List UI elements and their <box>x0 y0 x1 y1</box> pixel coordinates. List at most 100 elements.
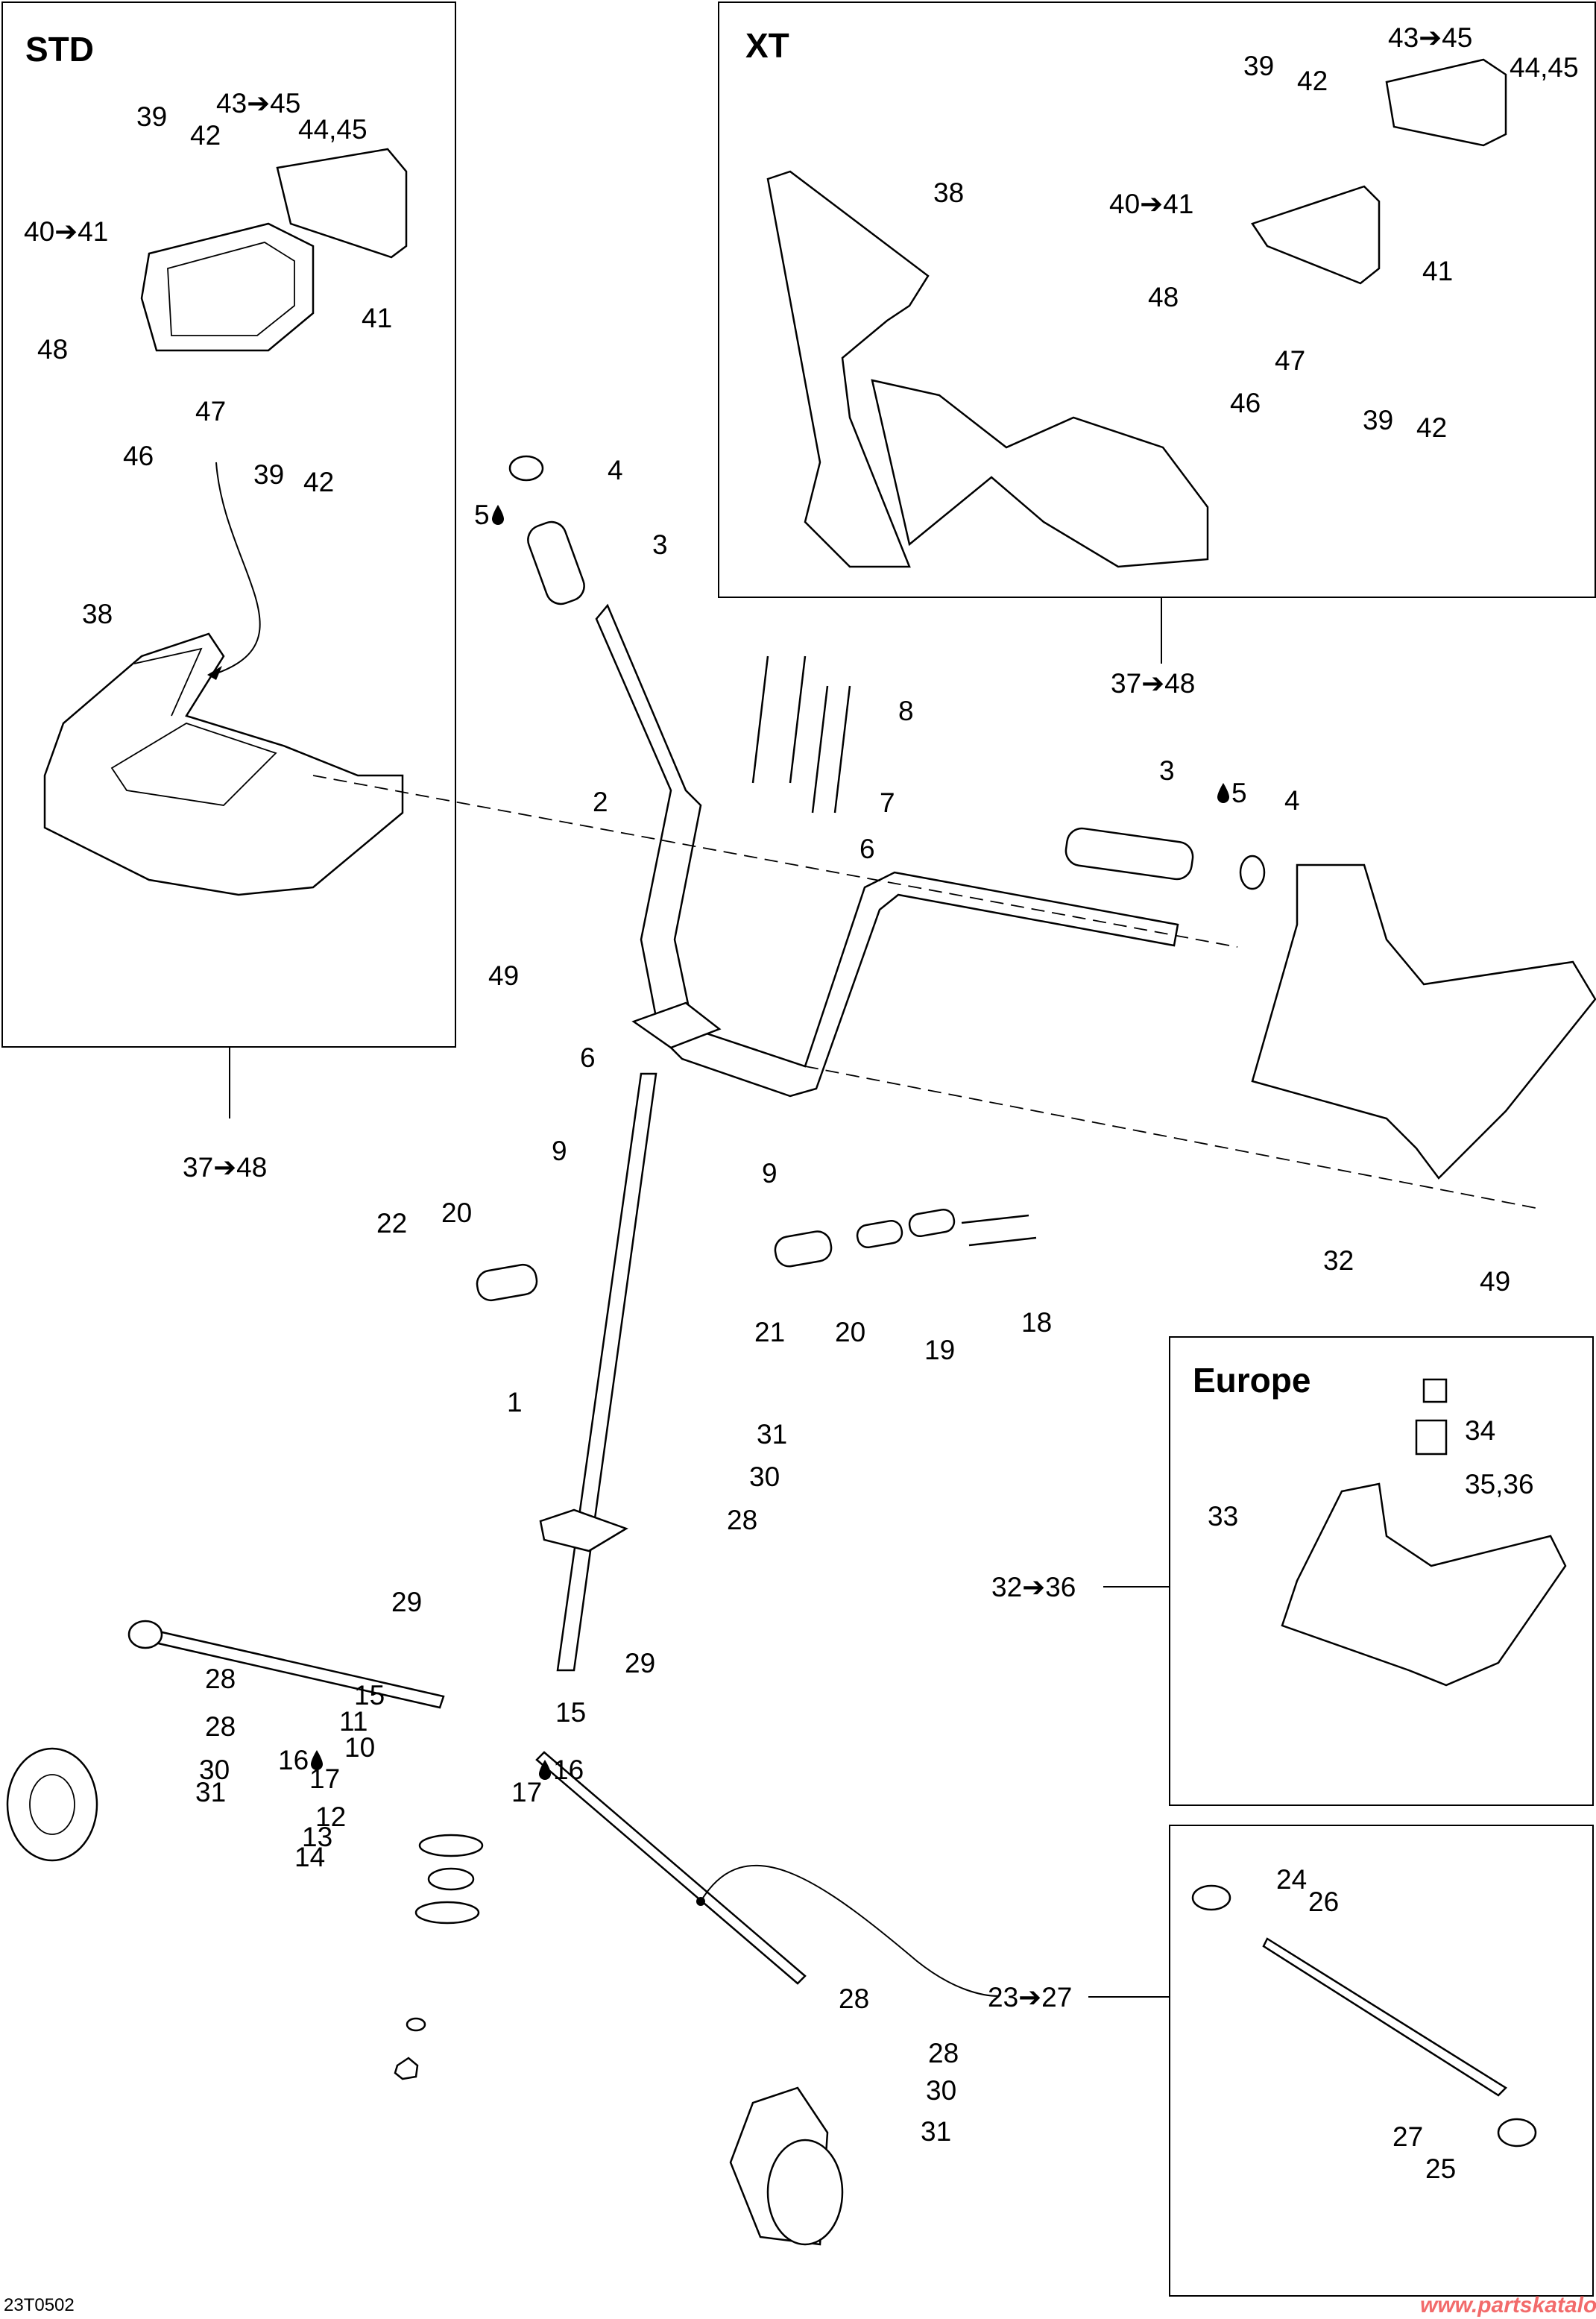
callout-std: 39 <box>253 459 285 490</box>
steering-linkage <box>476 1208 1037 1302</box>
drawing-id: 23T0502 <box>4 2295 75 2315</box>
column-support-plate <box>631 1001 722 1049</box>
callout-main: 15 <box>354 1680 385 1711</box>
callout-main: 49 <box>488 960 520 991</box>
right-grip <box>1064 827 1266 890</box>
left-grip <box>508 455 585 605</box>
callout-main: 16 <box>537 1756 584 1784</box>
xt-inset-box: XT <box>718 1 1596 598</box>
callout-main: 28 <box>727 1505 758 1535</box>
std-headlight-cover <box>43 632 404 896</box>
callout-std: 42 <box>190 120 221 151</box>
tie-rod-inset-box <box>1169 1825 1594 2297</box>
callout-main: 17 <box>309 1763 341 1794</box>
callout-main: 16 <box>278 1746 325 1774</box>
callout-main: 15 <box>555 1697 587 1728</box>
callout-tie-rod: 25 <box>1425 2153 1457 2184</box>
callout-xt: 38 <box>933 177 965 208</box>
europe-fairing <box>1281 1482 1567 1687</box>
callout-main: 6 <box>859 834 875 864</box>
callout-main: 18 <box>1021 1307 1053 1338</box>
callout-xt: 39 <box>1243 51 1275 81</box>
europe-switch-35-36 <box>1415 1419 1448 1456</box>
callout-main: 17 <box>511 1777 543 1807</box>
drop-icon <box>311 1750 324 1770</box>
tie-rod-inset-end-24 <box>1191 1884 1231 1911</box>
callout-main: 31 <box>757 1419 788 1450</box>
callout-tie-rod: 24 <box>1276 1864 1308 1895</box>
callout-main: 29 <box>625 1648 656 1678</box>
callout-main: 1 <box>507 1387 523 1417</box>
callout-xt: 47 <box>1275 345 1306 376</box>
callout-xt: 41 <box>1422 256 1454 286</box>
callout-main: 20 <box>835 1317 866 1347</box>
callout-main: 19 <box>924 1335 956 1365</box>
callout-main: 9 <box>552 1136 567 1166</box>
callout-main: 28 <box>205 1664 236 1694</box>
tie-rod-inset-rod <box>1262 1937 1507 2097</box>
callout-main: 12 <box>315 1802 347 1832</box>
tie-rod-group-label: 23➔27 <box>988 1982 1073 2013</box>
left-tie-rod-end <box>127 1620 163 1649</box>
callout-main: 13 <box>302 1822 333 1852</box>
left-tie-rod <box>144 1628 445 1709</box>
callout-main: 31 <box>921 2116 952 2147</box>
column-plate-lower <box>539 1508 628 1552</box>
callout-main: 2 <box>593 787 608 817</box>
callout-std: 39 <box>136 101 168 132</box>
callout-main: 20 <box>441 1198 473 1228</box>
callout-europe: 34 <box>1465 1415 1496 1446</box>
callout-main: 22 <box>376 1208 408 1239</box>
callout-main: 30 <box>199 1755 230 1785</box>
callout-main: 7 <box>880 787 895 818</box>
callout-main: 4 <box>1284 785 1300 816</box>
tie-rod-leader <box>700 1864 1000 1997</box>
callout-main-number: 16 <box>553 1755 584 1785</box>
callout-main-number: 5 <box>474 500 490 530</box>
std-arrow-head <box>207 666 222 680</box>
callout-std: 41 <box>362 303 393 333</box>
callout-xt: 43➔45 <box>1388 22 1473 53</box>
callout-main-number: 16 <box>278 1745 309 1775</box>
callout-main: 11 <box>339 1706 368 1737</box>
callout-main: 28 <box>839 1983 870 2014</box>
std-inset-box: STD <box>1 1 456 1048</box>
watermark: www.partskatalog.ru <box>1420 2293 1596 2318</box>
europe-inset-title: Europe <box>1193 1361 1311 1400</box>
tie-rod-inset-end-25 <box>1497 2118 1537 2147</box>
std-group-label: 37➔48 <box>183 1152 268 1183</box>
callout-main: 3 <box>652 529 668 560</box>
callout-xt: 39 <box>1363 405 1394 435</box>
callout-main: 29 <box>391 1587 423 1617</box>
xt-headlight-assembly <box>1251 58 1507 285</box>
callout-xt: 42 <box>1297 66 1328 96</box>
callout-main: 28 <box>928 2038 959 2068</box>
callout-xt: 46 <box>1230 388 1261 418</box>
std-arrow-curve <box>212 462 261 676</box>
clamp-bolts <box>751 655 851 814</box>
right-tie-rod <box>535 1751 807 1985</box>
callout-xt: 48 <box>1148 282 1179 312</box>
right-steering-knuckle <box>729 2086 844 2246</box>
callout-main: 14 <box>294 1842 326 1872</box>
callout-main: 5 <box>474 501 506 529</box>
left-steering-knuckle <box>6 1747 98 1862</box>
callout-europe: 35,36 <box>1465 1469 1534 1500</box>
callout-xt: 44,45 <box>1510 52 1579 83</box>
callout-std: 47 <box>195 396 227 427</box>
europe-group-label: 32➔36 <box>991 1572 1076 1602</box>
callout-main: 49 <box>1480 1266 1511 1297</box>
leader-dash-std-cover <box>312 775 1238 948</box>
callout-main: 28 <box>205 1711 236 1742</box>
callout-main: 31 <box>195 1777 227 1807</box>
callout-europe: 33 <box>1208 1501 1239 1532</box>
callout-main: 9 <box>762 1158 778 1189</box>
std-headlight-assembly <box>140 148 408 352</box>
inner-fairing <box>1251 863 1596 1180</box>
callout-std: 38 <box>82 599 113 629</box>
callout-main: 8 <box>898 696 914 726</box>
callout-main: 3 <box>1159 755 1175 786</box>
callout-main: 6 <box>580 1042 596 1073</box>
callout-main: 30 <box>926 2075 957 2106</box>
